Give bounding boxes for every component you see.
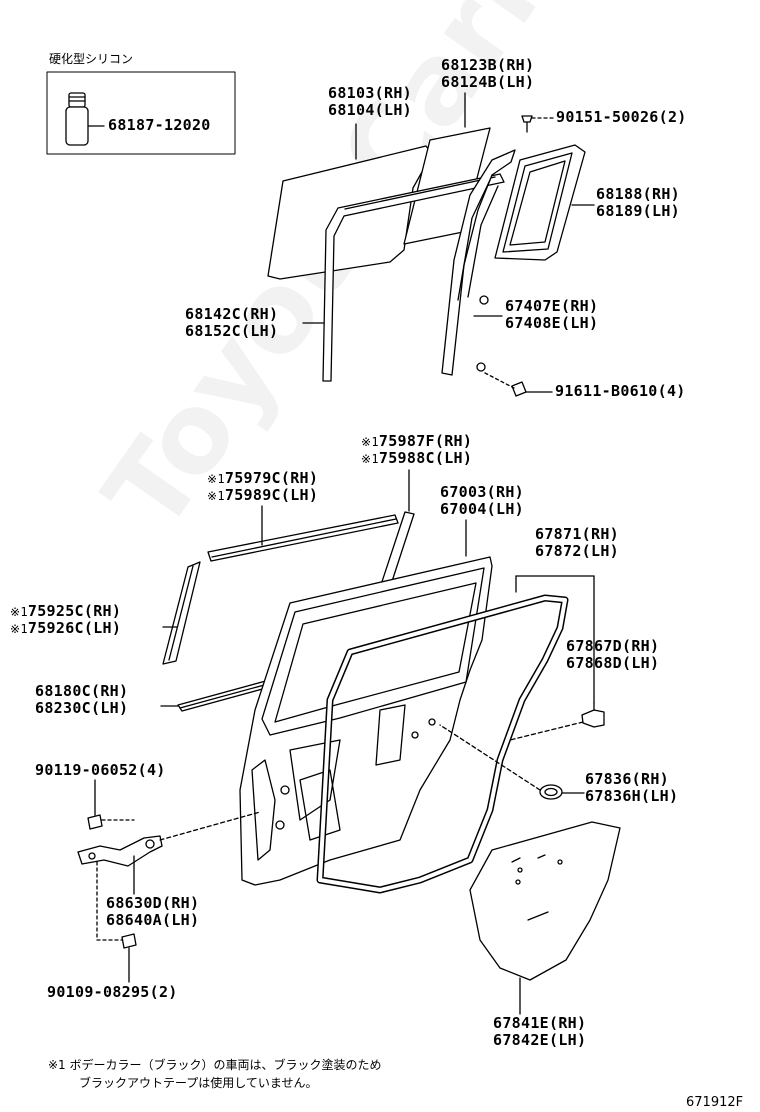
label-75925-lh: ※175926C(LH): [10, 619, 122, 637]
footnote-line-1: ※1 ボデーカラー（ブラック）の車両は、ブラック塗装のため: [48, 1058, 382, 1072]
silicone-box-frame: [46, 71, 236, 155]
label-67407-lh: 67408E(LH): [505, 314, 599, 332]
label-75979-lh: ※175989C(LH): [207, 486, 319, 504]
diagram-id: 671912F: [686, 1095, 744, 1110]
label-67841-lh: 67842E(LH): [493, 1031, 587, 1049]
plug-67836-icon: [539, 784, 563, 800]
label-75987-lh: ※175988C(LH): [361, 449, 473, 467]
hinge-68630D: [77, 835, 163, 867]
bolt-90119-icon: [87, 814, 103, 830]
note-mark: ※1: [361, 435, 379, 449]
label-67407-rh: 67407E(RH): [505, 297, 599, 315]
label-90119: 90119-06052(4): [35, 761, 166, 779]
leader-67836-dash: [439, 724, 541, 791]
label-68188-rh: 68188(RH): [596, 185, 680, 203]
tape-75925C: [162, 561, 201, 665]
note-mark: ※1: [10, 622, 28, 636]
weatherstrip-67871: [316, 594, 569, 894]
quarter-window-68188: [494, 144, 586, 261]
service-hole-cover-67841E: [469, 821, 621, 981]
leader-91611-dash: [484, 372, 515, 389]
door-panel-67003: [239, 556, 493, 886]
label-75979-rh: ※175979C(RH): [207, 469, 319, 487]
label-67836-rh: 67836(RH): [585, 770, 669, 788]
label-68123-rh: 68123B(RH): [441, 56, 535, 74]
label-68630-rh: 68630D(RH): [106, 894, 200, 912]
note-mark: ※1: [207, 472, 225, 486]
label-90151: 90151-50026(2): [556, 108, 687, 126]
label-67867-lh: 67868D(LH): [566, 654, 660, 672]
bracket-67871: [515, 575, 595, 704]
label-68188-lh: 68189(LH): [596, 202, 680, 220]
label-67003-rh: 67003(RH): [440, 483, 524, 501]
label-68103-lh: 68104(LH): [328, 101, 412, 119]
label-90109: 90109-08295(2): [47, 983, 178, 1001]
label-75925-rh: ※175925C(RH): [10, 602, 122, 620]
screw-90151-icon: [521, 115, 533, 133]
leader-67867-dash: [509, 721, 584, 741]
label-68187: 68187-12020: [108, 116, 211, 134]
label-68142-lh: 68152C(LH): [185, 322, 279, 340]
note-mark: ※1: [361, 452, 379, 466]
note-mark: ※1: [10, 605, 28, 619]
tape-75979C: [207, 514, 399, 562]
glass-run-68142C: [322, 173, 505, 382]
division-bar-67407E: [441, 149, 516, 376]
label-68180-lh: 68230C(LH): [35, 699, 129, 717]
clip-67867D-icon: [581, 709, 605, 728]
silicone-title: 硬化型シリコン: [49, 52, 134, 66]
label-67841-rh: 67841E(RH): [493, 1014, 587, 1032]
label-67867-rh: 67867D(RH): [566, 637, 660, 655]
note-mark: ※1: [207, 489, 225, 503]
leader-68630-dash: [159, 811, 261, 841]
label-68103-rh: 68103(RH): [328, 84, 412, 102]
label-68630-lh: 68640A(LH): [106, 911, 200, 929]
footnote-line-2: ブラックアウトテープは使用していません。: [79, 1076, 318, 1090]
label-68180-rh: 68180C(RH): [35, 682, 129, 700]
label-67871-lh: 67872(LH): [535, 542, 619, 560]
label-75987-rh: ※175987F(RH): [361, 432, 473, 450]
silicone-bottle-icon: [65, 92, 89, 146]
bolt-90109-icon: [121, 933, 137, 949]
footnote-mark: ※1: [48, 1058, 66, 1072]
label-67871-rh: 67871(RH): [535, 525, 619, 543]
label-68142-rh: 68142C(RH): [185, 305, 279, 323]
label-67836-lh: 67836H(LH): [585, 787, 679, 805]
label-68123-lh: 68124B(LH): [441, 73, 535, 91]
label-91611: 91611-B0610(4): [555, 382, 686, 400]
label-67003-lh: 67004(LH): [440, 500, 524, 518]
bolt-91611-icon: [511, 381, 527, 397]
